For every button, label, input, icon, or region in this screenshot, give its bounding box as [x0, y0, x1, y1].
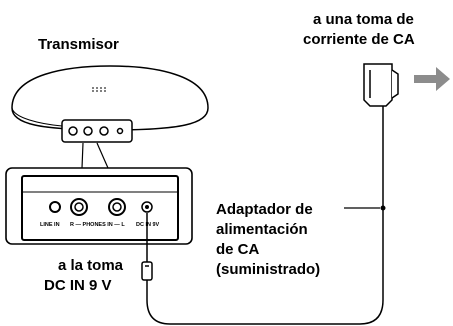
line-in-label: LINE IN	[40, 222, 60, 228]
jack-label-line2: DC IN 9 V	[44, 277, 112, 294]
transmitter-device	[11, 65, 209, 143]
adapter-label-line2: alimentación	[216, 221, 308, 238]
jack-label-line1: a la toma	[58, 257, 124, 274]
adapter-label-line4: (suministrado)	[216, 261, 321, 278]
enlarged-back-panel	[5, 167, 193, 245]
adapter-label-line3: de CA	[216, 241, 260, 258]
transmitter-label: Transmisor	[38, 36, 119, 53]
adapter-pointer-dot	[380, 205, 386, 211]
phones-in-label: R — PHONES IN — L	[70, 222, 125, 228]
ac-adapter	[363, 63, 399, 107]
arrow-to-outlet-icon	[414, 67, 450, 91]
outlet-label-line2: corriente de CA	[303, 31, 415, 48]
power-cable	[146, 85, 384, 325]
outlet-label-line1: a una toma de	[313, 11, 414, 28]
dc-in-label: DC IN 9V	[136, 222, 160, 228]
callout-lines	[81, 142, 109, 169]
adapter-label-line1: Adaptador de	[216, 201, 313, 218]
